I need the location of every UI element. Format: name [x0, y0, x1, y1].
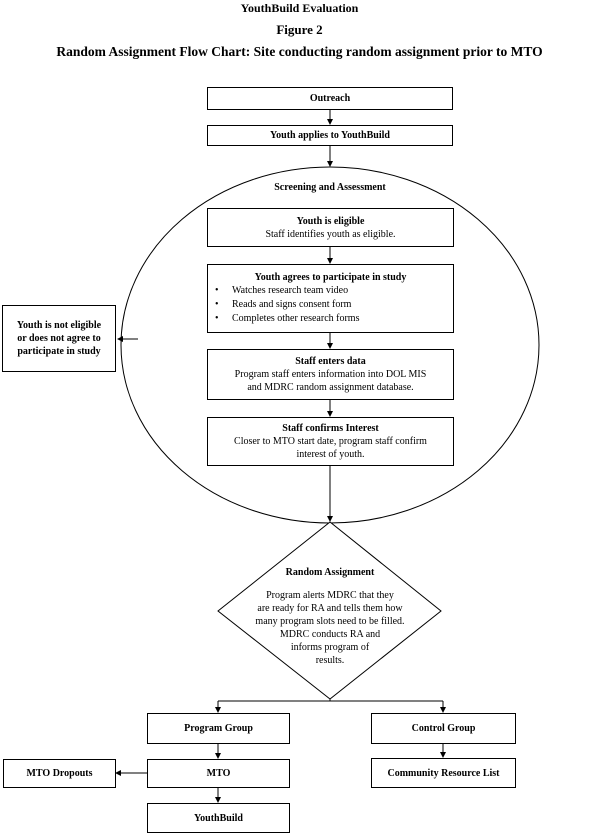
enters-line2: and MDRC random assignment database.	[247, 382, 414, 393]
random-line: informs program of	[290, 642, 370, 653]
random-line: are ready for RA and tells them how	[257, 603, 403, 614]
random-line: many program slots need to be filled.	[255, 616, 405, 627]
mto-dropouts-label: MTO Dropouts	[26, 768, 93, 779]
program-group-label: Program Group	[184, 723, 253, 734]
youthbuild-label: YouthBuild	[194, 812, 243, 824]
enters-box: Staff enters data Program staff enters i…	[207, 349, 454, 400]
not-eligible-line2: or does not agree to	[17, 333, 101, 344]
agrees-bullet: Reads and signs consent form	[215, 298, 453, 312]
mto-label: MTO	[206, 768, 231, 779]
eligible-text: Staff identifies youth as eligible.	[265, 229, 396, 240]
screening-label: Screening and Assessment	[274, 182, 386, 193]
agrees-bullet: Completes other research forms	[215, 312, 453, 326]
not-eligible-box: Youth is not eligible or does not agree …	[2, 305, 116, 372]
community-resource-label: Community Resource List	[387, 767, 500, 779]
enters-line1: Program staff enters information into DO…	[234, 369, 427, 380]
random-assignment-text: Program alerts MDRC that they are ready …	[230, 589, 430, 667]
eligible-box: Youth is eligible Staff identifies youth…	[207, 208, 454, 247]
outreach-box: Outreach	[207, 87, 453, 110]
applies-box: Youth applies to YouthBuild	[207, 125, 453, 146]
not-eligible-line1: Youth is not eligible	[16, 320, 102, 331]
mto-dropouts-box: MTO Dropouts	[3, 759, 116, 788]
outreach-label: Outreach	[309, 93, 351, 104]
random-line: Program alerts MDRC that they	[266, 590, 394, 601]
eligible-title: Youth is eligible	[296, 216, 365, 227]
agrees-title: Youth agrees to participate in study	[254, 272, 407, 283]
random-line: MDRC conducts RA and	[279, 629, 381, 640]
figure-title: Random Assignment Flow Chart: Site condu…	[56, 44, 543, 59]
confirms-title: Staff confirms Interest	[282, 423, 379, 434]
control-group-label: Control Group	[411, 723, 476, 734]
not-eligible-line3: participate in study	[17, 346, 101, 357]
agrees-bullet: Watches research team video	[215, 284, 453, 298]
random-assignment-title: Random Assignment	[285, 567, 375, 578]
header-evaluation: YouthBuild Evaluation	[240, 1, 359, 15]
agrees-box: Youth agrees to participate in study Wat…	[207, 264, 454, 333]
mto-box: MTO	[147, 759, 290, 788]
confirms-line1: Closer to MTO start date, program staff …	[234, 436, 427, 447]
program-group-box: Program Group	[147, 713, 290, 744]
control-group-box: Control Group	[371, 713, 516, 744]
youthbuild-box: YouthBuild	[147, 803, 290, 833]
enters-title: Staff enters data	[295, 356, 366, 367]
community-resource-box: Community Resource List	[371, 758, 516, 788]
confirms-box: Staff confirms Interest Closer to MTO st…	[207, 417, 454, 466]
confirms-line2: interest of youth.	[296, 449, 365, 460]
applies-label: Youth applies to YouthBuild	[270, 130, 390, 141]
agrees-bullets: Watches research team video Reads and si…	[208, 284, 453, 326]
figure-number: Figure 2	[276, 22, 323, 37]
random-line: results.	[315, 655, 345, 666]
